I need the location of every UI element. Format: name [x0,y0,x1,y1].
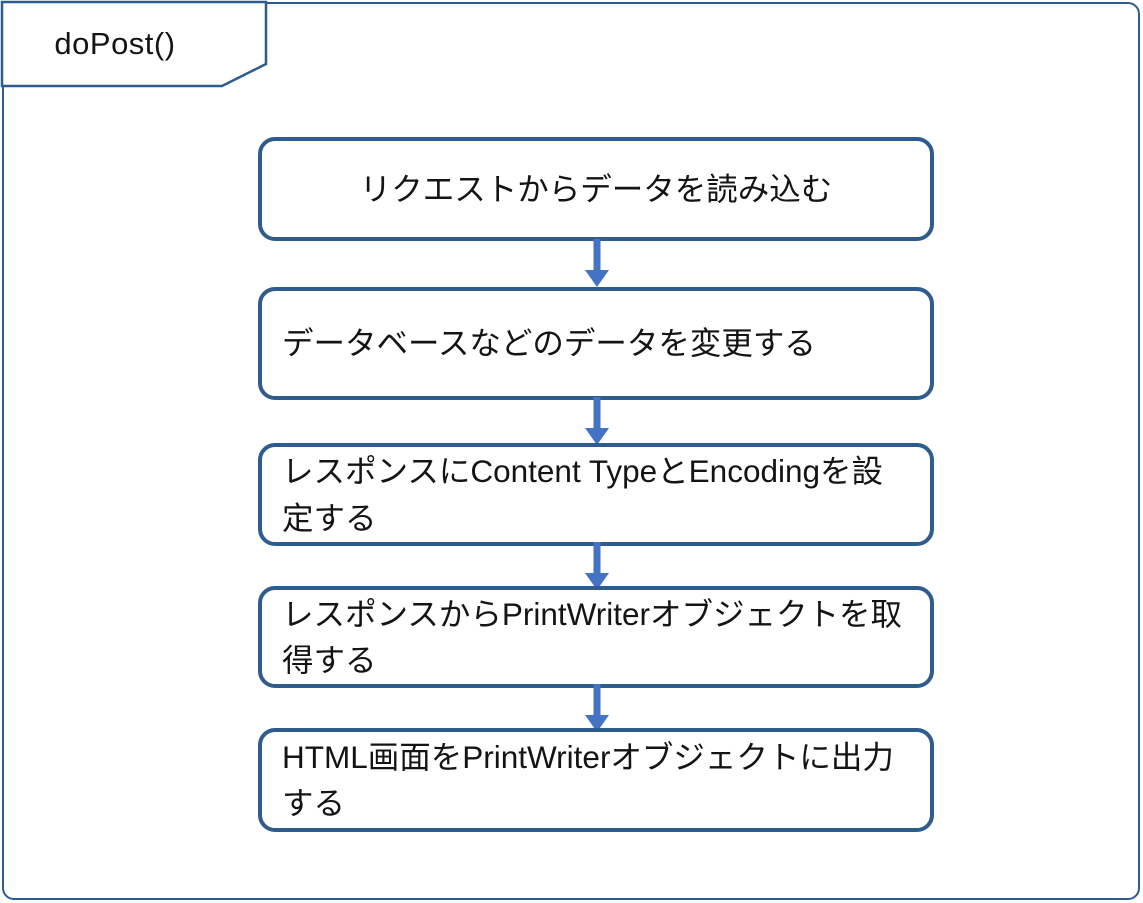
arrow-shaft [593,542,601,575]
flow-step-label-3: レスポンスにContent TypeとEncodingを設定する [282,453,884,536]
down-arrow-icon [585,397,609,445]
flow-step-label-5: HTML画面をPrintWriterオブジェクトに出力する [282,738,894,821]
frame-title-tab-shape [0,0,268,88]
arrow-head [585,573,609,590]
flow-step-label-4: レスポンスからPrintWriterオブジェクトを取得する [282,595,903,678]
flow-step-box-4: レスポンスからPrintWriterオブジェクトを取得する [258,586,934,688]
arrow-shaft [593,684,601,717]
arrow-head [585,270,609,287]
flow-step-label-2: データベースなどのデータを変更する [282,325,816,362]
arrow-shaft [593,397,601,430]
arrow-head [585,428,609,445]
down-arrow-icon [585,542,609,590]
flow-step-label-1: リクエストからデータを読み込む [359,170,833,207]
down-arrow-icon [585,239,609,287]
arrow-shaft [593,239,601,272]
frame-title-tab [0,0,268,88]
flow-step-box-1: リクエストからデータを読み込む [258,137,934,241]
down-arrow-icon [585,684,609,732]
flow-step-box-3: レスポンスにContent TypeとEncodingを設定する [258,443,934,546]
flow-step-box-2: データベースなどのデータを変更する [258,287,934,400]
flow-step-box-5: HTML画面をPrintWriterオブジェクトに出力する [258,728,934,832]
frame-title: doPost() [54,26,176,61]
arrow-head [585,715,609,732]
